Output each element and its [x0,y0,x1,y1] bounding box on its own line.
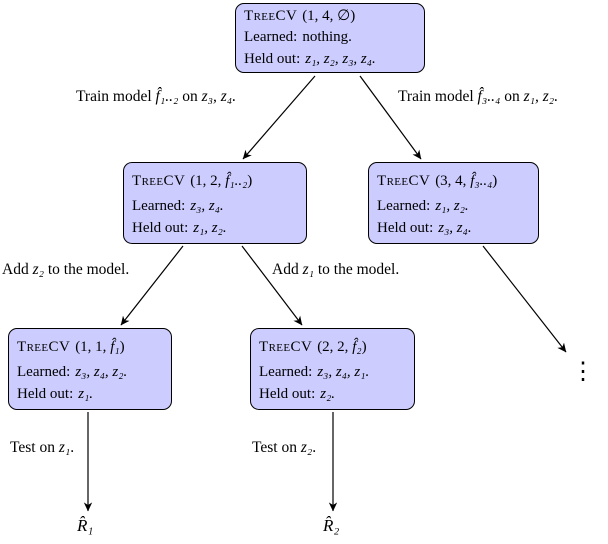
node-2-2-heldout: Held out:z₂. [259,383,406,405]
node-1-2-title: TreeCV(1, 2, f̂₁..₂) [132,167,298,195]
treecv-name: TreeCV [17,339,71,355]
node-root: TreeCV(1, 4, ∅) Learned:nothing. Held ou… [235,3,425,73]
learned-value: z₁, z₂. [435,198,469,214]
node-1-2: TreeCV(1, 2, f̂₁..₂) Learned:z₃, z₄. Hel… [123,162,307,244]
heldout-label: Held out: [377,220,434,236]
learned-value: nothing. [302,29,352,46]
node-2-2-title: TreeCV(2, 2, f̂₂) [259,333,406,361]
learned-value: z₃, z₄. [190,198,224,214]
node-1-2-learned: Learned:z₃, z₄. [132,195,298,217]
label-add-left: Add z₂ to the model. [2,261,130,278]
heldout-label: Held out: [259,386,316,402]
node-2-2: TreeCV(2, 2, f̂₂) Learned:z₃, z₄, z₁. He… [250,328,415,410]
heldout-value: z₂. [320,386,336,402]
heldout-label: Held out: [244,50,301,67]
node-root-heldout: Held out:z₁, z₂, z₃, z₄. [244,49,416,71]
learned-value: z₃, z₄, z₁. [317,364,370,380]
learned-label: Learned: [17,364,71,380]
learned-label: Learned: [244,29,298,46]
treecv-name: TreeCV [244,7,298,24]
treecv-args: (2, 2, f̂₂) [317,339,367,355]
node-1-1-title: TreeCV(1, 1, f̂₁) [17,333,163,361]
result-r1: R̂₁ [77,516,94,535]
learned-value: z₃, z₄, z₂. [75,364,128,380]
heldout-value: z₃, z₄. [438,220,472,236]
treecv-name: TreeCV [259,339,313,355]
node-3-4-title: TreeCV(3, 4, f̂₃..₄) [377,167,530,195]
heldout-value: z₁, z₂. [193,220,227,236]
edge-root-to-node-1-2 [242,75,316,160]
label-train-right: Train model f̂₃..₄ on z₁, z₂. [398,88,559,105]
node-3-4-heldout: Held out:z₃, z₄. [377,217,530,239]
edge-node-1-2-to-node-1-1 [120,245,184,326]
learned-label: Learned: [132,198,186,214]
node-1-1: TreeCV(1, 1, f̂₁) Learned:z₃, z₄, z₂. He… [8,328,172,410]
label-test-right: Test on z₂. [252,439,317,456]
learned-label: Learned: [377,198,431,214]
heldout-value: z₁, z₂, z₃, z₄. [305,50,376,67]
node-1-1-learned: Learned:z₃, z₄, z₂. [17,361,163,383]
node-1-1-heldout: Held out:z₁. [17,383,163,405]
treecv-name: TreeCV [377,173,431,189]
heldout-value: z₁. [78,386,94,402]
treecv-args: (1, 2, f̂₁..₂) [190,173,253,189]
node-root-learned: Learned:nothing. [244,27,416,49]
label-test-left: Test on z₁. [10,439,75,456]
treecv-args: (1, 4, ∅) [302,7,356,24]
treecv-args: (3, 4, f̂₃..₄) [435,173,498,189]
label-add-right: Add z₁ to the model. [272,261,400,278]
node-3-4-learned: Learned:z₁, z₂. [377,195,530,217]
heldout-label: Held out: [132,220,189,236]
heldout-label: Held out: [17,386,74,402]
treecv-args: (1, 1, f̂₁) [75,339,125,355]
node-2-2-learned: Learned:z₃, z₄, z₁. [259,361,406,383]
treecv-name: TreeCV [132,173,186,189]
vertical-ellipsis: ⋮ [571,359,595,385]
label-train-left: Train model f̂₁..₂ on z₃, z₄. [76,88,237,105]
node-1-2-heldout: Held out:z₁, z₂. [132,217,298,239]
node-root-title: TreeCV(1, 4, ∅) [244,6,416,28]
edge-node-3-4-to-ellipsis [482,245,567,353]
node-3-4: TreeCV(3, 4, f̂₃..₄) Learned:z₁, z₂. Hel… [368,162,539,244]
edge-node-1-2-to-node-2-2 [241,245,303,326]
learned-label: Learned: [259,364,313,380]
result-r2: R̂₂ [323,516,340,535]
